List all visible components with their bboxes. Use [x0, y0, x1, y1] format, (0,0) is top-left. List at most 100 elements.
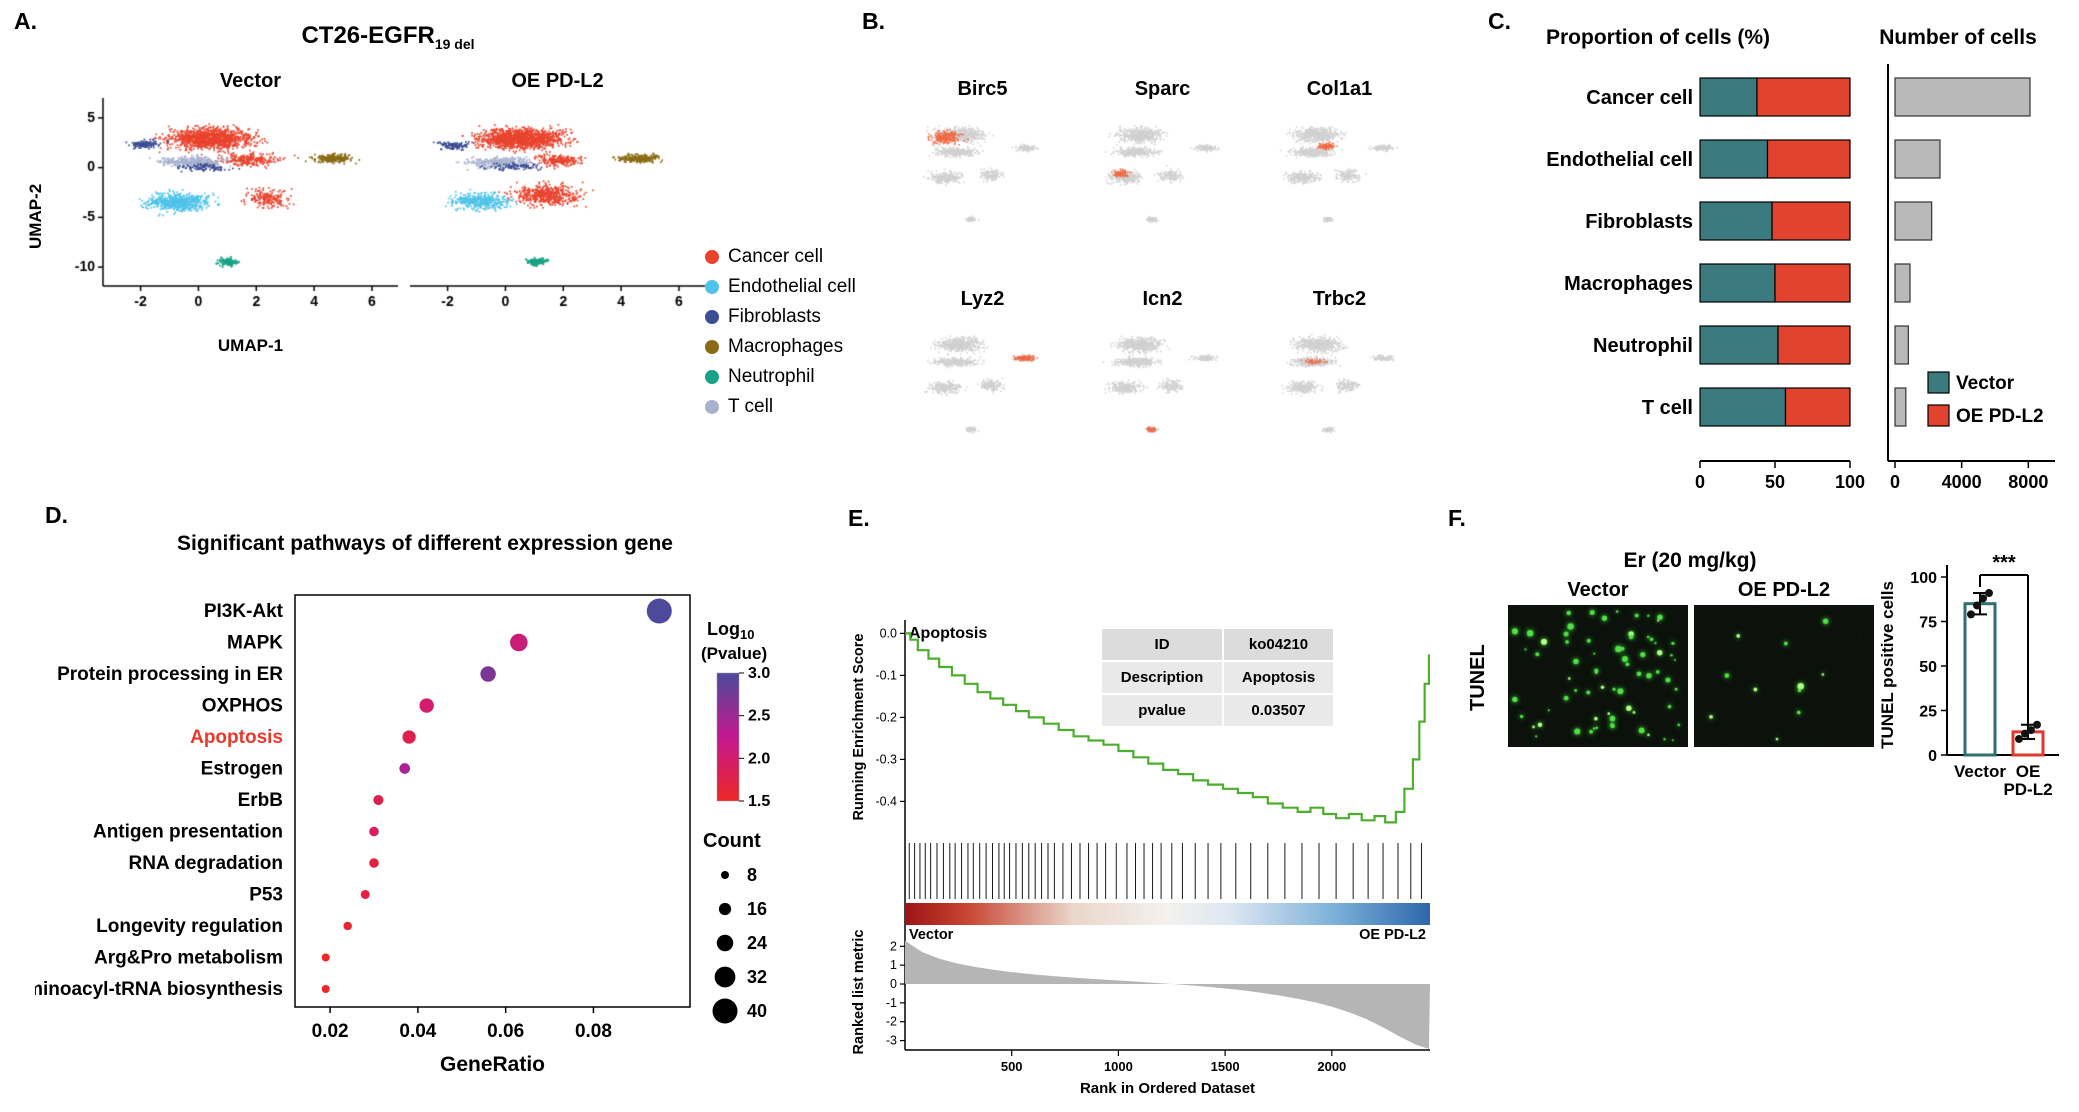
pathway-label: Apoptosis [190, 727, 283, 748]
data-point [2033, 720, 2041, 729]
tick-label: 0 [1695, 472, 1705, 492]
panel-c-label: C. [1488, 8, 1511, 34]
x-category-label: PD-L2 [2003, 780, 2052, 799]
x-category-label: Vector [1954, 762, 2006, 781]
feature-cell-lyz2: Lyz2 [905, 288, 1060, 446]
legend-swatch [705, 250, 719, 264]
pathway-dot [373, 794, 384, 806]
ranked-metric-area [905, 940, 1430, 1050]
legend-item: Fibroblasts [705, 302, 856, 332]
pathway-dot [480, 666, 496, 682]
legend-item: Cancer cell [705, 242, 856, 272]
enrichment-curve [905, 632, 1431, 824]
pathway-label: RNA degradation [129, 853, 283, 874]
count-legend-dot [716, 934, 734, 952]
gradient-tick: 2.0 [748, 750, 770, 767]
data-point [2021, 729, 2029, 738]
gsea-es-ylabel: Running Enrichment Score [851, 634, 867, 821]
pathway-dot [343, 921, 352, 931]
rank-tick: 2000 [1317, 1059, 1346, 1074]
count-legend-value: 8 [747, 865, 757, 885]
tick-label: 50 [1765, 472, 1785, 492]
y-tick: 75 [1919, 615, 1937, 632]
pathway-label: PI3K-Akt [204, 601, 284, 622]
pathway-label: Aminoacyl-tRNA biosynthesis [35, 979, 283, 1000]
legend-label: Neutrophil [728, 366, 815, 387]
count-bar [1894, 77, 2031, 117]
category-label: Endothelial cell [1546, 149, 1693, 171]
pvalue-legend-title: Log10 [707, 619, 754, 642]
title-main: CT26-EGFR [301, 22, 435, 49]
generatio-axis-label: GeneRatio [440, 1053, 545, 1076]
stacked-bar-vector [1699, 325, 1779, 365]
panel-a-title: CT26-EGFR19 del [63, 22, 713, 52]
panel-f-label: F. [1448, 505, 1466, 531]
pathway-label: MAPK [227, 633, 283, 654]
legend-label: T cell [728, 396, 774, 417]
image-label-vector: Vector [1567, 579, 1629, 601]
metric-tick: 1 [890, 958, 897, 972]
proportion-title: Proportion of cells (%) [1546, 26, 1770, 49]
legend-label: Macrophages [728, 336, 844, 357]
feature-cell-trbc2: Trbc2 [1262, 288, 1417, 446]
image-label-oe-pdl2: OE PD-L2 [1737, 579, 1831, 601]
pathway-label: Arg&Pro metabolism [94, 948, 283, 969]
gene-title-lyz2: Lyz2 [960, 288, 1005, 310]
count-bar [1894, 201, 1933, 241]
pathway-chart-title: Significant pathways of different expres… [177, 532, 673, 555]
pvalue-gradient-bar [716, 672, 740, 802]
umap1-axis-label: UMAP-1 [217, 336, 284, 355]
pathway-label: Protein processing in ER [57, 664, 283, 685]
facet-label-oe-pdl2: OE PD-L2 [511, 70, 604, 92]
category-label: Neutrophil [1593, 335, 1693, 357]
count-legend-value: 40 [747, 1001, 767, 1021]
gradient-tick: 3.0 [748, 665, 770, 682]
pvalue-legend-title2: (Pvalue) [701, 644, 767, 663]
count-bar [1894, 139, 1941, 179]
gene-title-birc5: Birc5 [957, 78, 1008, 100]
panel-a: A. CT26-EGFR19 del Vector OE PD-L2 UMAP-… [8, 6, 888, 417]
panel-b: B. Birc5 Sparc Col1a1 Lyz2 Icn2 Trbc2 [862, 6, 1458, 476]
panel-a-label: A. [14, 8, 37, 34]
es-tick: 0.0 [880, 626, 897, 640]
feature-plot-icn2 [1085, 316, 1240, 446]
vector-group-label: Vector [909, 927, 954, 943]
gsea-table-cell: ko04210 [1224, 629, 1333, 660]
legend-swatch [705, 370, 719, 384]
legend-swatch [705, 280, 719, 294]
metric-tick: 0 [890, 977, 897, 991]
title-subscript: 19 del [434, 35, 475, 52]
data-point [2015, 734, 2023, 743]
tick-label: 0.06 [487, 1021, 524, 1042]
stacked-bar-vector [1699, 139, 1769, 179]
category-label: Macrophages [1564, 273, 1693, 295]
pathway-label: Estrogen [201, 759, 283, 780]
stacked-bar-oe [1766, 139, 1851, 179]
legend-label: Cancer cell [728, 246, 824, 267]
tick-label: 100 [1835, 472, 1865, 492]
count-legend-dot [718, 902, 732, 916]
stacked-bar-vector [1699, 201, 1773, 241]
tunel-image-oe-pdl2 [1694, 605, 1874, 747]
data-point [1973, 601, 1981, 610]
feature-plot-sparc [1085, 106, 1240, 236]
y-tick: 100 [1910, 570, 1937, 587]
rank-tick: 1500 [1211, 1059, 1240, 1074]
legend-swatch [705, 310, 719, 324]
panel-d-label: D. [45, 502, 68, 528]
gsea-title: Apoptosis [909, 625, 987, 642]
count-bar [1894, 325, 1909, 365]
count-legend-dot [721, 871, 729, 879]
category-label: Fibroblasts [1585, 211, 1693, 233]
feature-plot-birc5 [905, 106, 1060, 236]
gene-title-col1a1: Col1a1 [1306, 78, 1373, 100]
stacked-bar-oe [1784, 387, 1851, 427]
umap-scatter-canvas [63, 94, 723, 329]
count-legend-value: 32 [747, 967, 767, 987]
es-tick: -0.3 [875, 752, 897, 766]
plot-box [294, 594, 691, 1008]
gsea-xlabel: Rank in Ordered Dataset [1080, 1080, 1255, 1097]
es-tick: -0.1 [875, 668, 897, 682]
